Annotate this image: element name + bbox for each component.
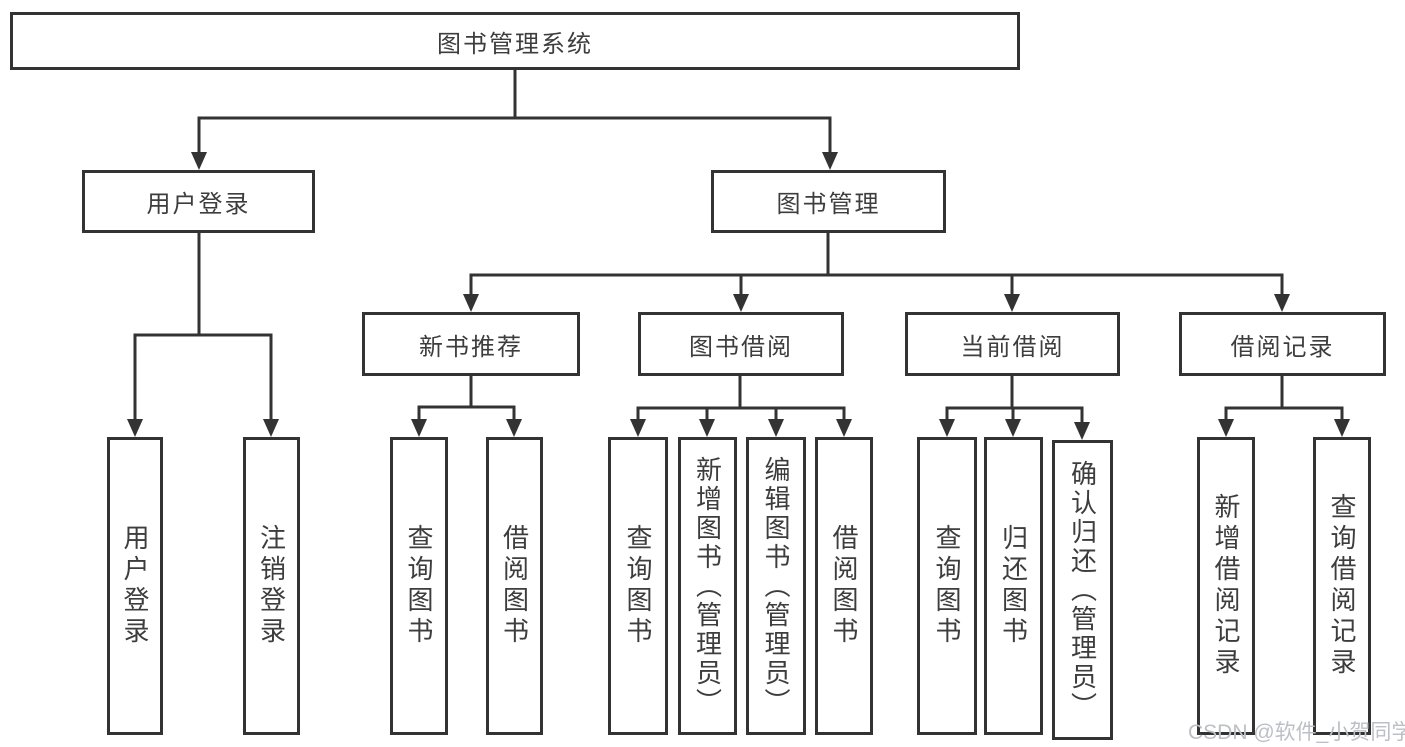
node-user-login-label: 用户登录 xyxy=(146,191,251,218)
node-new-book-rec-label: 新书推荐 xyxy=(419,333,523,361)
node-borrow-records-label: 借阅记录 xyxy=(1230,333,1335,361)
csdn-watermark: CSDN @软件_小贺同学 xyxy=(1188,721,1405,744)
node-current-borrow-label: 当前借阅 xyxy=(960,333,1065,361)
leaf-query-books-2: 查询图书 xyxy=(608,437,668,735)
leaf-confirm-return-admin: 确认归还（管理员） xyxy=(1052,440,1113,740)
leaf-return-books-label: 归还图书 xyxy=(998,524,1029,648)
leaf-borrow-books-1: 借阅图书 xyxy=(486,437,543,735)
node-current-borrow: 当前借阅 xyxy=(905,312,1120,376)
node-book-borrow-label: 图书借阅 xyxy=(689,333,793,361)
connector-current-borrow-children xyxy=(939,373,1090,440)
connector-borrow-records-children xyxy=(1218,373,1350,437)
leaf-borrow-books-1-label: 借阅图书 xyxy=(499,524,530,648)
connector-book-borrow-children xyxy=(630,373,852,437)
leaf-add-book-admin-label: 新增图书（管理员） xyxy=(692,455,723,717)
node-borrow-records: 借阅记录 xyxy=(1179,312,1386,376)
leaf-logout: 注销登录 xyxy=(243,437,300,735)
node-book-borrow: 图书借阅 xyxy=(638,312,844,376)
leaf-user-login-label: 用户登录 xyxy=(120,524,150,648)
leaf-add-borrow-record-label: 新增借阅记录 xyxy=(1211,493,1241,679)
node-root-system-label: 图书管理系统 xyxy=(437,30,593,58)
leaf-return-books: 归还图书 xyxy=(984,437,1043,735)
node-user-login: 用户登录 xyxy=(82,170,315,233)
leaf-query-borrow-record-label: 查询借阅记录 xyxy=(1327,493,1357,679)
node-book-mgmt-label: 图书管理 xyxy=(776,191,881,218)
leaf-query-books-1-label: 查询图书 xyxy=(404,524,434,648)
leaf-query-books-3: 查询图书 xyxy=(917,437,977,735)
leaf-edit-book-admin-label: 编辑图书（管理员） xyxy=(761,455,791,717)
leaf-confirm-return-admin-label: 确认归还（管理员） xyxy=(1067,459,1098,721)
connector-root-to-level2 xyxy=(191,68,838,170)
connector-book-mgmt-children xyxy=(463,229,1290,312)
connector-user-login-children xyxy=(127,229,279,437)
node-book-mgmt: 图书管理 xyxy=(711,170,946,233)
leaf-borrow-books-2: 借阅图书 xyxy=(815,437,873,735)
leaf-query-borrow-record: 查询借阅记录 xyxy=(1313,437,1371,735)
leaf-query-books-1: 查询图书 xyxy=(390,437,448,735)
leaf-add-book-admin: 新增图书（管理员） xyxy=(678,437,737,735)
leaf-add-borrow-record: 新增借阅记录 xyxy=(1197,437,1255,735)
node-root-system: 图书管理系统 xyxy=(10,12,1020,70)
leaf-borrow-books-2-label: 借阅图书 xyxy=(829,524,859,648)
leaf-edit-book-admin: 编辑图书（管理员） xyxy=(746,437,806,735)
node-new-book-rec: 新书推荐 xyxy=(362,312,580,376)
leaf-query-books-3-label: 查询图书 xyxy=(932,524,962,648)
connector-new-book-rec-children xyxy=(411,373,522,437)
leaf-user-login: 用户登录 xyxy=(107,437,163,735)
leaf-logout-label: 注销登录 xyxy=(256,524,287,648)
leaf-query-books-2-label: 查询图书 xyxy=(623,524,653,648)
